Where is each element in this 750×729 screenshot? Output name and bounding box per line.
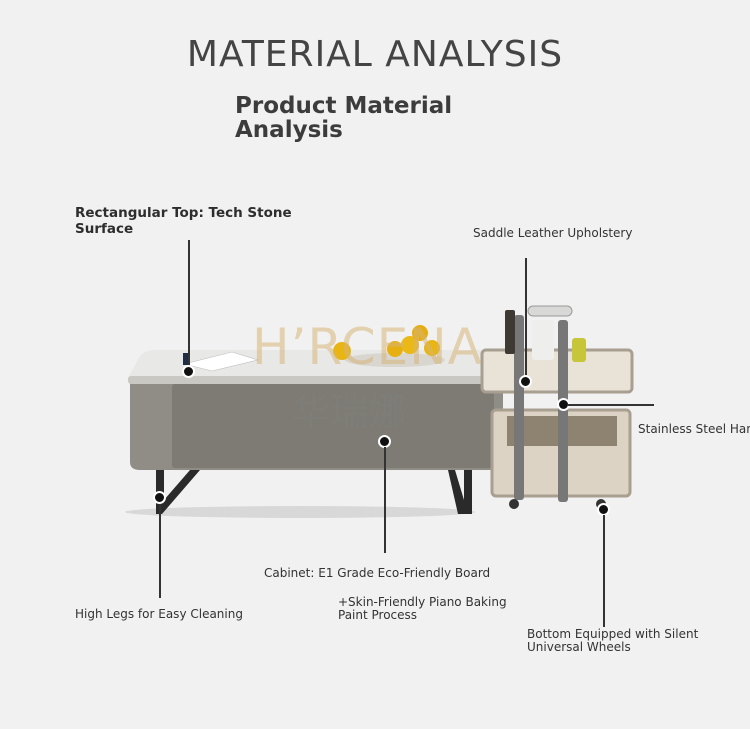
watermark-logo-cjk: 华瑞娜	[292, 390, 407, 434]
subtitle-line-2: Analysis	[235, 117, 343, 143]
tabletop-edge	[128, 376, 506, 384]
lemon	[387, 341, 403, 357]
label-leather: Saddle Leather Upholstery	[473, 226, 633, 240]
label-paint-line-1: +Skin-Friendly Piano Baking	[338, 595, 507, 609]
label-wheels-line-1: Bottom Equipped with Silent	[527, 627, 699, 641]
callout-dot-legs	[153, 491, 166, 504]
cabinet-drawer	[172, 384, 494, 468]
callout-line-wheels	[603, 515, 605, 627]
lemon	[412, 325, 428, 341]
callout-dot-leather	[519, 375, 532, 388]
lemon	[333, 342, 351, 360]
watermark-logo: H’RCENA	[252, 318, 483, 376]
right-leg	[448, 470, 472, 514]
leather-strap-left	[514, 315, 524, 500]
table-shadow	[125, 506, 475, 518]
callout-dot-tabletop	[182, 365, 195, 378]
label-paint-line-2: Paint Process	[338, 608, 418, 622]
fruit-plate	[345, 353, 445, 367]
side-cart-upper-tray	[480, 348, 634, 394]
magazine	[183, 351, 260, 372]
cup	[532, 320, 554, 360]
left-leg	[156, 470, 200, 514]
label-tabletop-line-2: Surface	[75, 221, 134, 237]
callout-line-legs	[159, 504, 161, 598]
section-subtitle: Product Material Analysis	[235, 94, 452, 142]
callout-line-cabinet	[384, 447, 386, 553]
bottle	[505, 310, 515, 354]
callout-line-leather	[525, 258, 527, 378]
lemon	[424, 340, 440, 356]
wheel	[509, 499, 519, 509]
label-wheels-line-2: Universal Wheels	[527, 640, 631, 654]
label-cabinet: Cabinet: E1 Grade Eco-Friendly Board	[264, 566, 491, 580]
jar	[572, 338, 586, 362]
subtitle-line-1: Product Material	[235, 93, 453, 119]
leather-strap-right	[558, 320, 568, 502]
label-tabletop: Rectangular Top: Tech Stone Surface	[75, 205, 292, 237]
label-legs: High Legs for Easy Cleaning	[75, 607, 243, 621]
label-tabletop-line-1: Rectangular Top: Tech Stone	[75, 205, 292, 221]
callout-line-tabletop	[188, 240, 190, 368]
label-handle: Stainless Steel Handle	[638, 423, 750, 436]
stainless-steel-handle	[527, 305, 573, 317]
page-title: MATERIAL ANALYSIS	[186, 34, 564, 75]
label-wheels: Bottom Equipped with Silent Universal Wh…	[527, 628, 698, 654]
magazine-spine	[183, 353, 189, 365]
label-paint-process: +Skin-Friendly Piano Baking Paint Proces…	[338, 596, 507, 622]
callout-line-handle	[568, 404, 654, 406]
lemon	[401, 336, 419, 354]
